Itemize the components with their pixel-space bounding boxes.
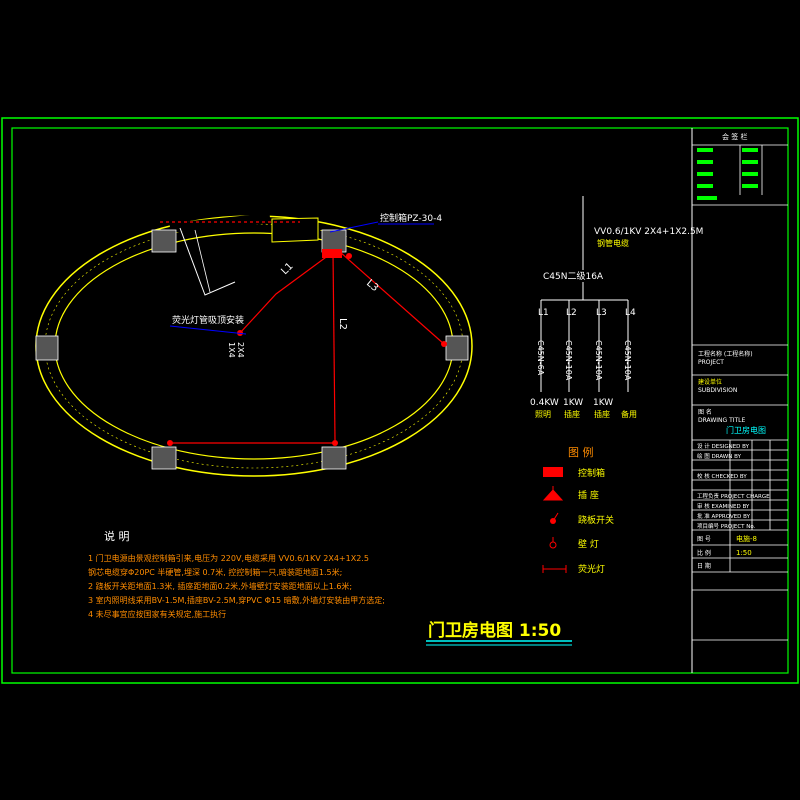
column <box>35 335 59 361</box>
drawing-no-label: 图 号 <box>697 536 711 543</box>
column <box>151 446 177 470</box>
notes: 说 明 1 门卫电源由景观控制箱引来,电压为 220V,电缆采用 VV0.6/1… <box>88 529 385 619</box>
column <box>321 446 347 470</box>
subdivision-en: SUBDIVISION <box>698 387 737 394</box>
countersign-grid <box>697 148 758 200</box>
branch-load: 0.4KW <box>530 398 559 408</box>
inner-wall <box>54 232 454 460</box>
note-line: 2 跷板开关距地面1.3米, 插座距地面0.2米,外墙壁灯安装距地面以上1.6米… <box>88 581 352 591</box>
legend-box-symbol <box>543 467 563 477</box>
signature-rows: 设 计 DESIGNED BY 绘 图 DRAWN BY 校 核 CHECKED… <box>697 442 770 530</box>
sockets <box>167 253 447 446</box>
project-label: 工程名称 (工程名称) <box>698 350 753 358</box>
circuit-l2-wire <box>332 251 336 441</box>
drawing-title: 门卫房电图 1:50 <box>428 620 561 641</box>
legend-socket-symbol <box>542 486 564 501</box>
circuit-label: L3 <box>364 278 380 294</box>
date-label: 日 期 <box>697 562 711 570</box>
branch-id: L2 <box>566 308 577 318</box>
wiring <box>160 221 445 444</box>
branch-load: 1KW <box>593 398 613 408</box>
cable-note: 钢管电缆 <box>597 238 629 248</box>
cable-spec: VV0.6/1KV 2X4+1X2.5M <box>594 227 703 237</box>
branch-breaker: C45N-10A <box>594 340 603 381</box>
circuit-l1-wire <box>239 251 334 334</box>
wire-note: 2X41X4 <box>227 342 245 358</box>
branch-load: 1KW <box>563 398 583 408</box>
column <box>151 229 177 253</box>
sign-row: 工程负责 PROJECT CHARGE <box>697 492 770 500</box>
door-leaf <box>179 227 236 296</box>
fixture <box>346 253 352 259</box>
branch-breaker: C45N-6A <box>536 340 545 376</box>
outer-frame <box>1 117 799 684</box>
floor-plan: L1 L2 L3 2X41X4 控制箱PZ-30-4 荧光灯管吸顶安装 <box>35 212 473 477</box>
legend-title: 图 例 <box>568 445 594 459</box>
note-line: 1 门卫电源由景观控制箱引来,电压为 220V,电缆采用 VV0.6/1KV 2… <box>88 553 369 563</box>
sign-row: 绘 图 DRAWN BY <box>697 452 742 460</box>
columns <box>35 229 469 470</box>
system-diagram <box>540 196 629 392</box>
drawing-no: 电施-8 <box>736 534 757 543</box>
branch-breaker: C45N-10A <box>564 340 573 381</box>
branch-list: L1 L2 L3 L4 C45N-6A C45N-10A C45N-10A C4… <box>530 308 637 419</box>
legend-walllamp-symbol <box>549 541 557 549</box>
legend-label: 插 座 <box>578 489 599 501</box>
outer-wall <box>35 215 473 477</box>
column <box>445 335 469 361</box>
sign-row: 审 核 EXAMINED BY <box>697 502 750 510</box>
project-en: PROJECT <box>698 359 724 366</box>
branch-use: 照明 <box>535 410 551 419</box>
title-block <box>692 144 788 641</box>
fixture <box>167 440 173 446</box>
legend-label: 壁 灯 <box>578 538 599 550</box>
legend-label: 荧光灯 <box>578 563 605 575</box>
distribution-box <box>322 249 342 258</box>
fixture <box>441 341 447 347</box>
sign-row: 校 核 CHECKED BY <box>697 472 747 480</box>
subdivision-label: 建设单位 <box>698 378 722 386</box>
legend-label: 控制箱 <box>578 467 605 479</box>
lamp-label: 荧光灯管吸顶安装 <box>172 314 244 326</box>
fixture <box>332 440 338 446</box>
branch-id: L1 <box>538 308 549 318</box>
countersign-title: 会 签 栏 <box>722 132 747 141</box>
branch-use: 插座 <box>564 409 580 419</box>
legend-label: 跷板开关 <box>578 514 614 526</box>
sign-row: 设 计 DESIGNED BY <box>697 442 750 450</box>
legend: 图 例 控制箱 插 座 跷板开关 壁 灯 荧光灯 <box>542 445 614 575</box>
drawing-name-en: DRAWING TITLE <box>698 417 746 424</box>
column <box>321 229 347 253</box>
window-line <box>44 223 464 469</box>
circuit-label: L2 <box>337 318 348 330</box>
drawing-name-label: 图 名 <box>698 408 712 416</box>
branch-id: L4 <box>625 308 636 318</box>
box-label: 控制箱PZ-30-4 <box>380 212 442 224</box>
branch-breaker: C45N-10A <box>623 340 632 381</box>
circuit-label: L1 <box>279 261 295 277</box>
branch-id: L3 <box>596 308 607 318</box>
circuit-l3-wire <box>339 251 445 345</box>
door-frame <box>271 217 319 243</box>
scale-label: 比 例 <box>697 549 711 557</box>
sign-row: 项目编号 PROJECT No. <box>697 522 756 530</box>
note-line: 钢芯电缆穿Φ20PC 半硬管,埋深 0.7米, 控控制箱一只,暗装距地面1.5米… <box>88 567 342 577</box>
branch-use: 备用 <box>621 409 637 419</box>
sign-row: 批 准 APPROVED BY <box>697 512 751 520</box>
branch-use: 插座 <box>594 409 610 419</box>
notes-title: 说 明 <box>104 529 130 543</box>
note-line: 3 室内照明线采用BV-1.5M,插座BV-2.5M,穿PVC Φ15 暗敷,外… <box>88 595 385 605</box>
inner-frame <box>11 127 789 674</box>
main-breaker: C45N二级16A <box>543 270 604 282</box>
note-line: 4 未尽事宜应按国家有关规定,施工执行 <box>88 609 226 619</box>
drawing-name: 门卫房电图 <box>726 425 766 435</box>
scale-value: 1:50 <box>736 549 752 557</box>
